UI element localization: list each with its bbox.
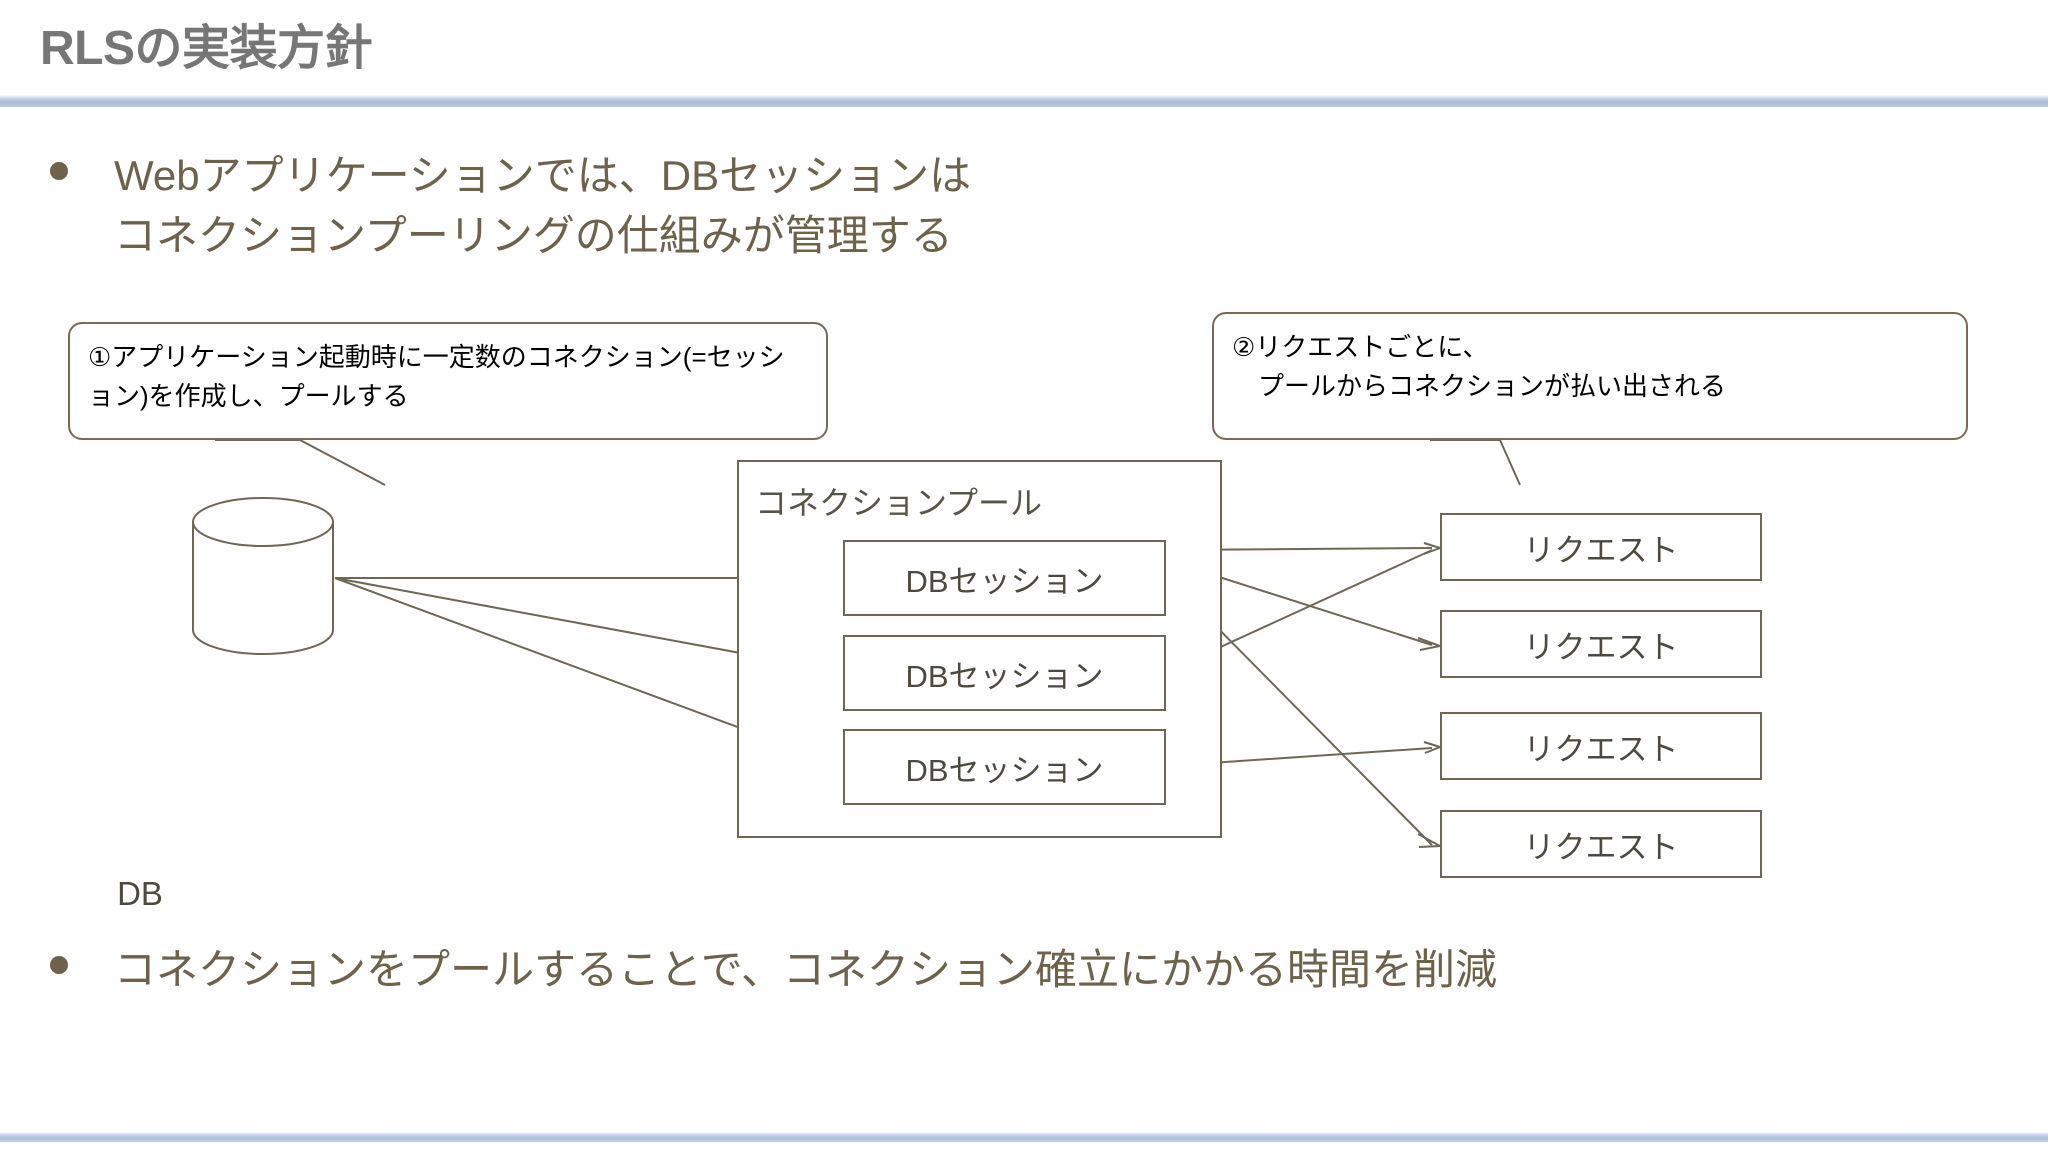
- bullet-dot-icon: [50, 162, 68, 180]
- callout-1-tail: [215, 439, 386, 486]
- callout-2-tail: [1430, 439, 1521, 486]
- db-label: DB: [117, 875, 163, 912]
- bullet-dot-icon: [50, 956, 68, 974]
- bullet-2-text: コネクションをプールすることで、コネクション確立にかかる時間を削減: [114, 946, 1498, 993]
- connection-pool-label: コネクションプール: [755, 485, 1043, 521]
- page-title: RLSの実装方針: [40, 22, 373, 75]
- db-session-box-1: DBセッション: [843, 540, 1166, 616]
- request-box-4: リクエスト: [1440, 810, 1762, 878]
- bullet-item-2: コネクションをプールすることで、コネクション確立にかかる時間を削減: [50, 940, 1497, 1000]
- bullet-1-text: Webアプリケーションでは、DBセッションは コネクションプーリングの仕組みが管…: [114, 152, 972, 259]
- diagram-lines: [192, 439, 1521, 848]
- db-session-box-2: DBセッション: [843, 635, 1166, 711]
- footer-divider: [0, 1132, 2048, 1142]
- arrowhead-request-4: [1417, 833, 1444, 848]
- request-box-3: リクエスト: [1440, 712, 1762, 780]
- db-cylinder-icon: [192, 497, 334, 655]
- bullet-item-1: Webアプリケーションでは、DBセッションは コネクションプーリングの仕組みが管…: [50, 146, 971, 265]
- request-box-1: リクエスト: [1440, 513, 1762, 581]
- request-box-2: リクエスト: [1440, 610, 1762, 678]
- link-session-pool-request-4: [1189, 599, 1433, 846]
- callout-2: ②リクエストごとに、 プールからコネクションが払い出される: [1212, 312, 1968, 440]
- title-divider: [0, 95, 2048, 107]
- connection-pool-diagram: DB: [0, 300, 2048, 920]
- db-session-box-3: DBセッション: [843, 729, 1166, 805]
- callout-1: ①アプリケーション起動時に一定数のコネクション(=セッション)を作成し、プールす…: [68, 322, 828, 440]
